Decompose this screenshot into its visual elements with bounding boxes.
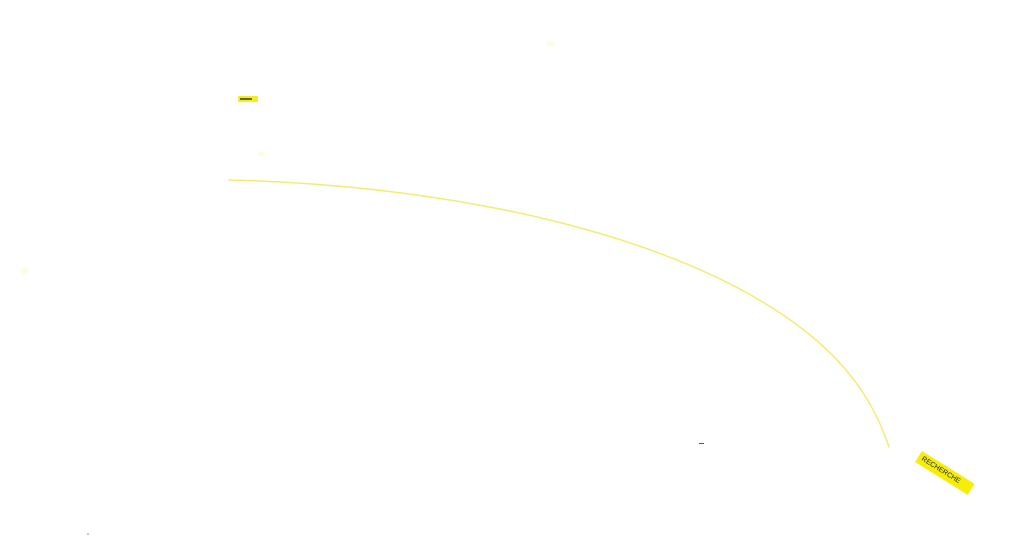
faint-dot-icon [21, 267, 29, 275]
search-tab-label: RECHERCHE [920, 455, 962, 486]
faint-dot-icon [258, 151, 265, 157]
mini-label-icon[interactable] [238, 96, 258, 102]
faint-dot-icon [546, 41, 556, 46]
tiny-dot [87, 533, 89, 535]
text-cursor-icon [699, 443, 704, 444]
yellow-arc [228, 179, 890, 448]
search-tab[interactable]: RECHERCHE [915, 451, 975, 495]
mini-label-mark [240, 98, 252, 100]
